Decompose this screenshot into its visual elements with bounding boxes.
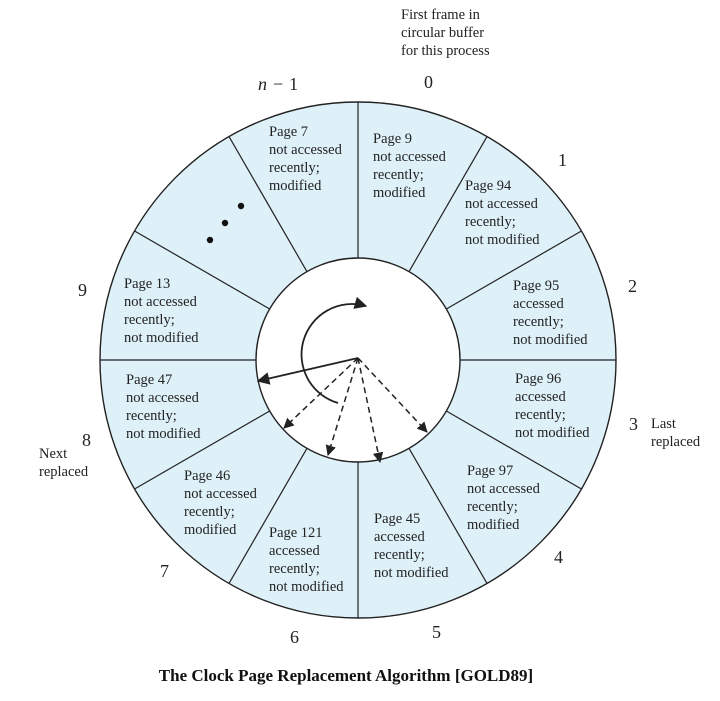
frame-3-line: not modified — [515, 425, 590, 441]
first-frame-note-line: for this process — [401, 43, 490, 59]
frame-n-1-line: recently; — [269, 160, 320, 176]
frame-4-line: Page 97 — [467, 463, 513, 479]
next-replaced-note-line: replaced — [39, 464, 89, 480]
segment-dividers — [100, 102, 616, 618]
frame-7-line: modified — [184, 522, 237, 538]
frame-9-line: Page 13 — [124, 276, 170, 292]
segment-divider — [134, 230, 270, 310]
pointer-dashed — [357, 357, 384, 464]
frame-6-line: recently; — [269, 561, 320, 577]
last-replaced-note: Last replaced — [651, 416, 701, 450]
frame-0-line: modified — [373, 185, 426, 201]
frame-6-text: Page 121 accessed recently; not modified — [269, 525, 344, 595]
frame-2-line: not modified — [513, 332, 588, 348]
segment-divider — [228, 136, 308, 272]
segment-divider — [408, 136, 488, 272]
first-frame-note-line: First frame in — [401, 7, 481, 23]
frame-7-line: Page 46 — [184, 468, 230, 484]
frame-8-line: not accessed — [126, 390, 200, 406]
frame-5-text: Page 45 accessed recently; not modified — [374, 511, 449, 581]
pointer-dashed — [357, 357, 428, 433]
frame-3-line: recently; — [515, 407, 566, 423]
frame-5-line: recently; — [374, 547, 425, 563]
frame-0-line: recently; — [373, 167, 424, 183]
frame-9-line: not modified — [124, 330, 199, 346]
pointer-next-replaced — [256, 357, 359, 385]
first-frame-note: First frame in circular buffer for this … — [401, 7, 490, 59]
frame-number-4: 4 — [554, 547, 563, 567]
ellipsis-dots — [206, 202, 245, 244]
frame-7-text: Page 46 not accessed recently; modified — [184, 468, 258, 538]
first-frame-note-line: circular buffer — [401, 25, 484, 41]
pointer-dashed — [325, 357, 359, 457]
frame-number-1: 1 — [558, 150, 567, 170]
frame-n-1-line: Page 7 — [269, 124, 308, 140]
frame-1-text: Page 94 not accessed recently; not modified — [465, 178, 540, 248]
frame-number-2: 2 — [628, 276, 637, 296]
frame-number-0: 0 — [424, 72, 433, 92]
frame-n-1-line: not accessed — [269, 142, 343, 158]
frame-4-text: Page 97 not accessed recently; modified — [467, 463, 541, 533]
frame-n-1-line: modified — [269, 178, 322, 194]
frame-9-line: recently; — [124, 312, 175, 328]
frame-number-n-1: n−1 — [258, 74, 298, 94]
segment-divider — [228, 448, 308, 584]
figure-caption: The Clock Page Replacement Algorithm [GO… — [159, 666, 533, 685]
frame-3-line: Page 96 — [515, 371, 561, 387]
last-replaced-note-line: Last — [651, 416, 676, 432]
frame-5-line: accessed — [374, 529, 425, 545]
frame-2-line: accessed — [513, 296, 564, 312]
frame-number-9: 9 — [78, 280, 87, 300]
next-replaced-note: Next replaced — [39, 446, 89, 480]
segment-divider — [134, 410, 270, 490]
frame-1-line: recently; — [465, 214, 516, 230]
frame-1-line: not accessed — [465, 196, 539, 212]
frame-number-7: 7 — [160, 561, 169, 581]
frame-8-text: Page 47 not accessed recently; not modified — [126, 372, 201, 442]
frame-8-line: Page 47 — [126, 372, 172, 388]
frame-4-line: modified — [467, 517, 520, 533]
frame-1-line: Page 94 — [465, 178, 512, 194]
frame-number-3: 3 — [629, 414, 638, 434]
frame-7-line: recently; — [184, 504, 235, 520]
frame-6-line: accessed — [269, 543, 320, 559]
frame-5-line: not modified — [374, 565, 449, 581]
frame-9-text: Page 13 not accessed recently; not modified — [124, 276, 199, 346]
rotation-arrow — [300, 296, 368, 404]
frame-0-text: Page 9 not accessed recently; modified — [373, 131, 447, 201]
frame-5-line: Page 45 — [374, 511, 420, 527]
frame-0-line: not accessed — [373, 149, 447, 165]
frame-6-line: Page 121 — [269, 525, 323, 541]
frame-n-1-text: Page 7 not accessed recently; modified — [269, 124, 343, 194]
frame-4-line: not accessed — [467, 481, 541, 497]
frame-number-8: 8 — [82, 430, 91, 450]
next-replaced-note-line: Next — [39, 446, 67, 462]
frame-number-n-1-one: 1 — [289, 74, 298, 94]
frame-3-text: Page 96 accessed recently; not modified — [515, 371, 590, 441]
frame-number-6: 6 — [290, 627, 299, 647]
last-replaced-note-line: replaced — [651, 434, 701, 450]
pointer-dashed — [283, 357, 359, 429]
frame-1-line: not modified — [465, 232, 540, 248]
frame-6-line: not modified — [269, 579, 344, 595]
frame-number-n-1-rest: − — [273, 74, 283, 94]
frame-3-line: accessed — [515, 389, 566, 405]
segment-divider — [446, 230, 582, 310]
frame-0-line: Page 9 — [373, 131, 412, 147]
frame-4-line: recently; — [467, 499, 518, 515]
frame-number-5: 5 — [432, 622, 441, 642]
segment-divider — [446, 410, 582, 490]
frame-8-line: not modified — [126, 426, 201, 442]
frame-9-line: not accessed — [124, 294, 198, 310]
frame-8-line: recently; — [126, 408, 177, 424]
frame-7-line: not accessed — [184, 486, 258, 502]
frame-2-line: recently; — [513, 314, 564, 330]
frame-2-text: Page 95 accessed recently; not modified — [513, 278, 588, 348]
segment-divider — [408, 448, 488, 584]
frame-2-line: Page 95 — [513, 278, 559, 294]
